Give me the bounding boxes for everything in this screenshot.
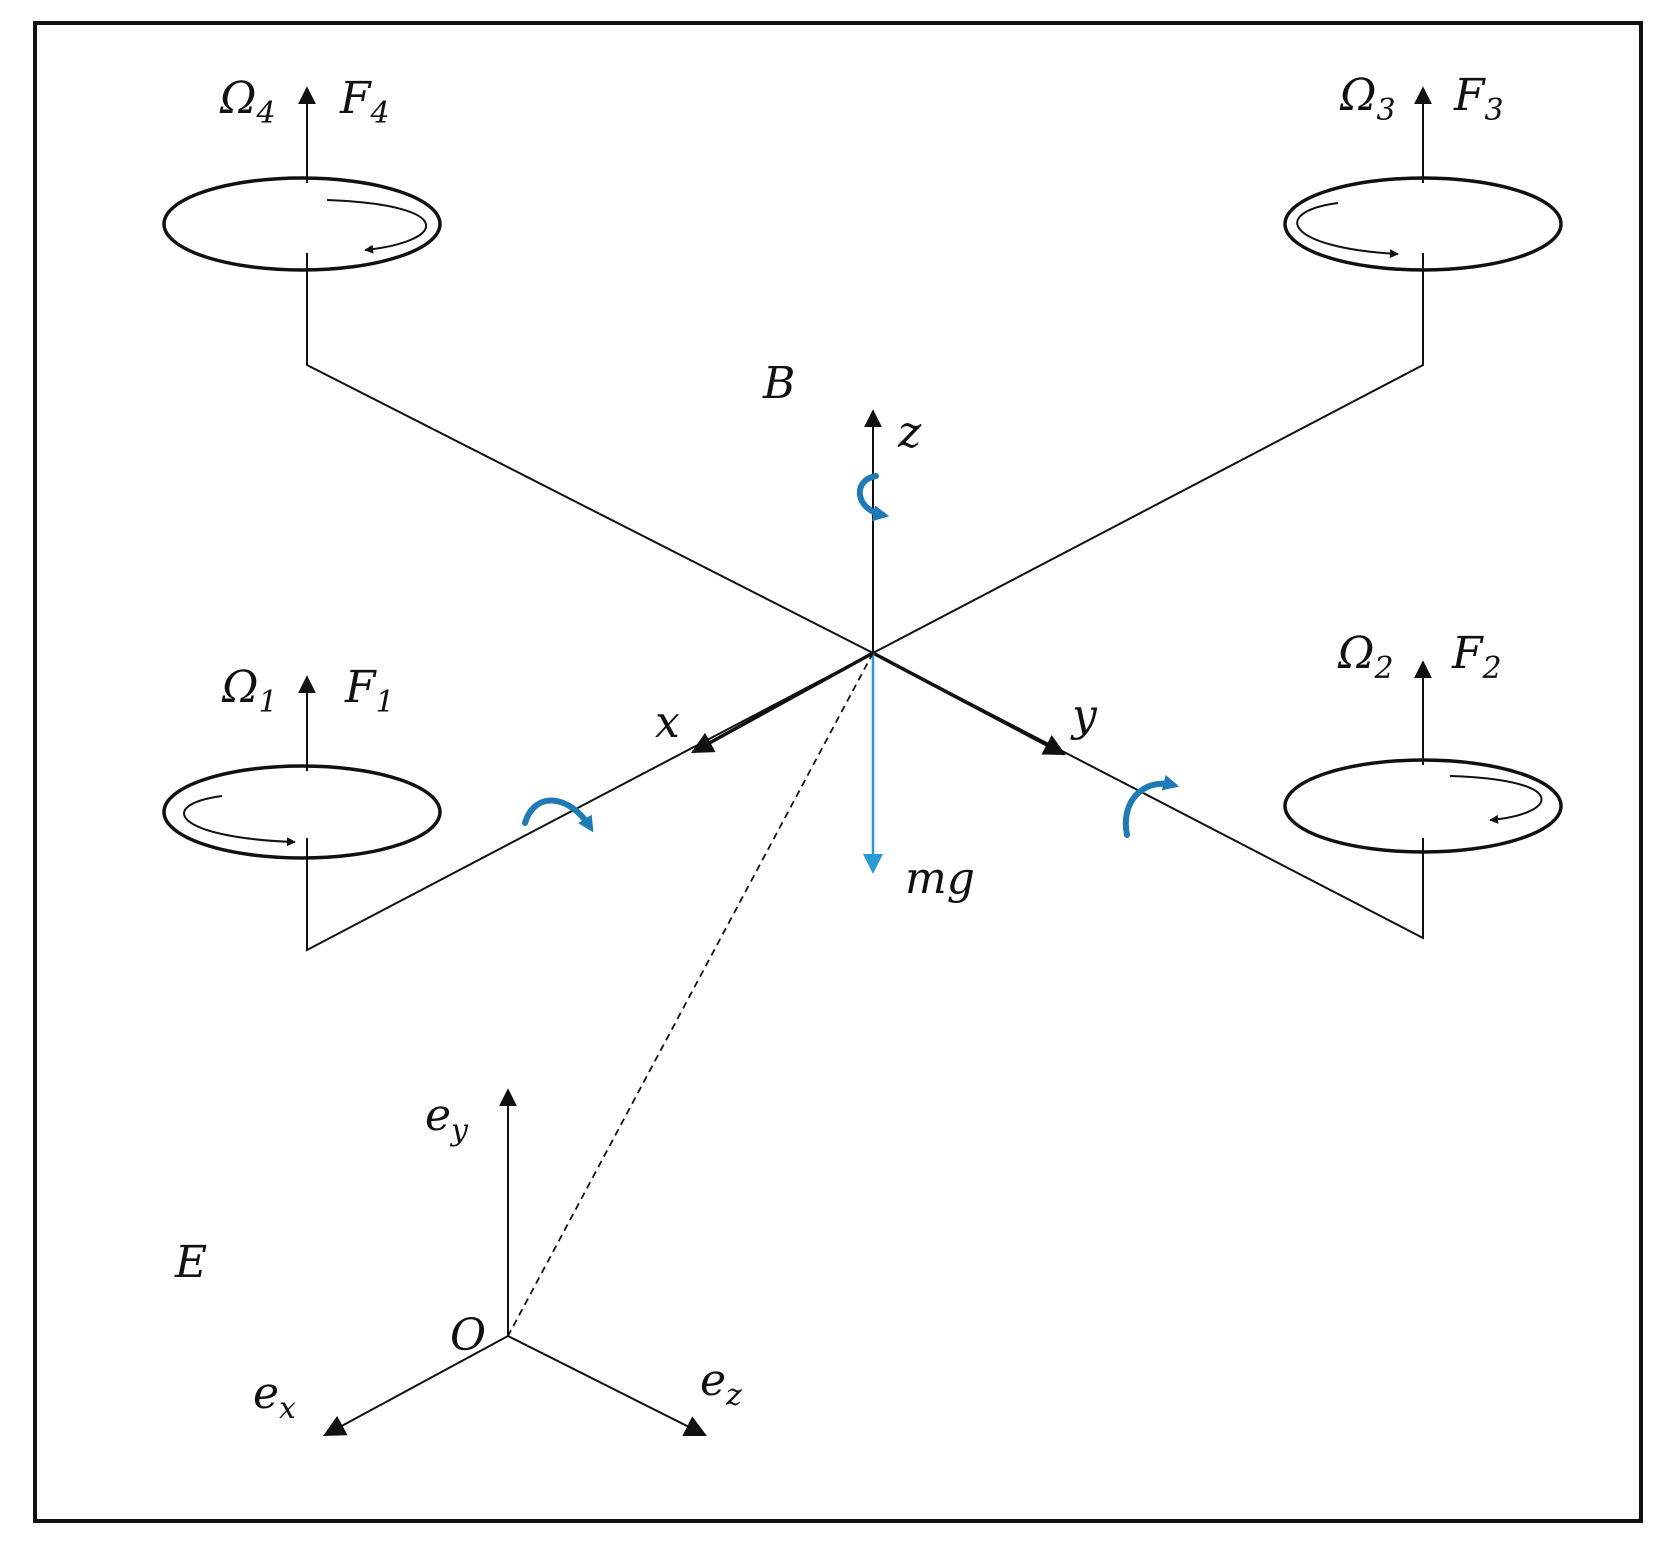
- yaw-rotation-arrow: [857, 473, 890, 522]
- z-axis-label: z: [897, 407, 922, 458]
- rotor-1-omega-label: Ω1: [221, 662, 278, 720]
- rotor-3-omega-label: Ω3: [1339, 70, 1396, 128]
- rotor-3: [1283, 86, 1563, 272]
- earth-frame-label: E: [174, 1237, 207, 1288]
- rotor-3-force-label: F3: [1453, 70, 1504, 128]
- figure-frame: [33, 21, 1643, 1523]
- rotor-4-omega-label: Ω4: [219, 73, 276, 131]
- rotor-2: [1283, 660, 1563, 854]
- body-y-axis: [872, 651, 1066, 756]
- rotor-1-disk: [162, 764, 442, 860]
- rotor-1-force-label: F1: [344, 662, 395, 720]
- rotor-4-spin-arrow: [326, 199, 427, 254]
- ez-axis-label: ez: [700, 1355, 742, 1413]
- ex-axis-label: ex: [253, 1368, 296, 1426]
- rotor-1-spin-arrow: [183, 795, 296, 847]
- origin-label: O: [450, 1310, 486, 1361]
- earth-ez-axis: [507, 1335, 707, 1436]
- rotor-2-omega-label: Ω2: [1337, 628, 1394, 686]
- rotation-indicators: [522, 473, 1180, 838]
- pitch-rotation-arrow: [1122, 774, 1180, 838]
- ey-axis-label: ey: [425, 1090, 469, 1148]
- roll-rotation-arrow: [522, 797, 594, 833]
- arm-4: [306, 253, 874, 654]
- earth-frame-axes: [323, 1088, 707, 1437]
- rotor-2-force-label: F2: [1451, 628, 1502, 686]
- y-axis-label: y: [1070, 690, 1098, 741]
- rotor-4: [162, 86, 442, 272]
- quadrotor-frame: [306, 253, 1424, 952]
- arm-1: [306, 652, 874, 952]
- body-frame-label: B: [762, 358, 795, 409]
- arm-3: [872, 253, 1424, 654]
- rotor-1: [162, 675, 442, 860]
- rotor-4-disk: [162, 176, 442, 272]
- earth-ex-axis: [323, 1335, 509, 1437]
- x-axis-label: x: [655, 697, 680, 748]
- body-x-axis: [691, 651, 874, 754]
- position-vector: [507, 652, 874, 1337]
- rotor-3-spin-arrow: [1296, 202, 1399, 259]
- gravity-label: mg: [905, 853, 975, 904]
- rotor-2-spin-arrow: [1449, 775, 1543, 824]
- rotor-4-force-label: F4: [339, 73, 390, 131]
